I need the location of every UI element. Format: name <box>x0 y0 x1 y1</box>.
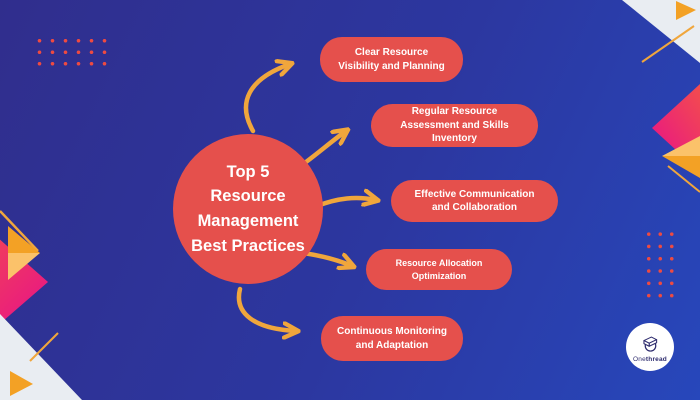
practice-label-3: Effective Communication and Collaboratio… <box>414 188 535 214</box>
onethread-logo-text: Onethread <box>633 356 667 363</box>
bottom-left-triangle-group <box>0 314 82 400</box>
right-triangle-group <box>652 84 700 193</box>
practice-item-5: Continuous Monitoring and Adaptation <box>321 316 463 361</box>
onethread-logo: Onethread <box>626 323 674 371</box>
central-topic-title: Top 5 Resource Management Best Practices <box>191 162 305 255</box>
left-triangle-group <box>0 210 48 324</box>
practice-label-5: Continuous Monitoring and Adaptation <box>337 326 447 351</box>
practice-item-4: Resource Allocation Optimization <box>366 249 512 290</box>
practice-label-4: Resource Allocation Optimization <box>395 258 483 281</box>
curved-arrow-icon <box>300 250 352 266</box>
practice-item-2: Regular Resource Assessment and Skills I… <box>371 104 538 147</box>
logo-name-bold: thread <box>645 356 667 363</box>
curved-arrow-icon <box>314 198 376 209</box>
dot-grid-bottom-right <box>643 228 678 302</box>
onethread-logo-icon <box>642 336 657 352</box>
practice-label-2: Regular Resource Assessment and Skills I… <box>400 106 509 145</box>
curved-arrow-icon <box>303 131 346 165</box>
practice-item-1: Clear Resource Visibility and Planning <box>320 37 463 82</box>
curved-arrow-icon <box>236 286 296 331</box>
dot-grid-top-left <box>33 35 111 69</box>
practice-label-1: Clear Resource Visibility and Planning <box>338 47 445 72</box>
top-right-triangle-group <box>622 0 700 63</box>
curved-arrow-icon <box>243 64 290 134</box>
central-topic: Top 5 Resource Management Best Practices <box>173 134 323 284</box>
logo-name-regular: One <box>633 356 646 363</box>
practice-item-3: Effective Communication and Collaboratio… <box>391 180 558 222</box>
